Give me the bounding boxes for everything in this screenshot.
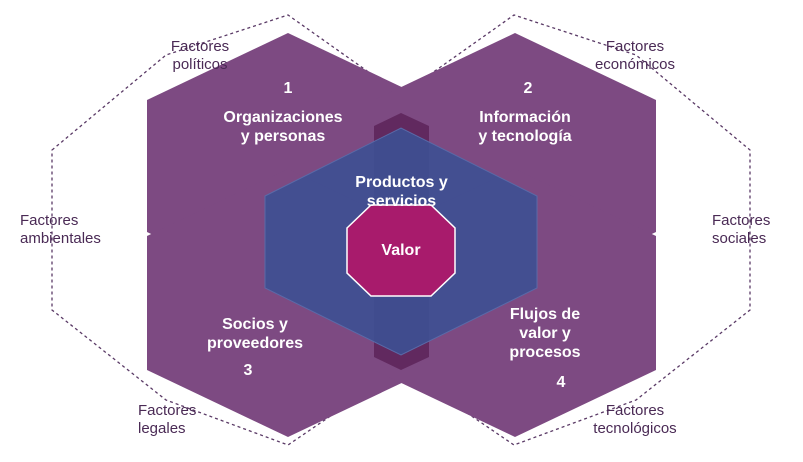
outer-boundary xyxy=(51,14,751,446)
label-factores-tecnologicos: Factores tecnológicos xyxy=(593,402,677,437)
dimension-1-number: 1 xyxy=(283,80,293,97)
hex-valor xyxy=(346,204,456,297)
core-valor-label: Valor xyxy=(381,242,421,259)
label-factores-economicos: Factores económicos xyxy=(594,38,676,73)
dimension-2-label: Información y tecnología xyxy=(478,109,572,145)
center-productos-label: Productos y servicios xyxy=(355,174,448,210)
dimension-2-number: 2 xyxy=(523,80,533,97)
dimension-3-number: 3 xyxy=(243,362,253,379)
dimension-1-label: Organizaciones y personas xyxy=(223,109,343,145)
dimension-4-label: Flujos de valor y procesos xyxy=(509,306,581,361)
dimension-4-number: 4 xyxy=(556,374,566,391)
label-factores-legales: Factores legales xyxy=(138,402,197,437)
label-factores-politicos: Factores políticos xyxy=(170,38,230,73)
dimension-3-label: Socios y proveedores xyxy=(206,316,304,352)
label-factores-ambientales: Factores ambientales xyxy=(20,212,101,247)
label-factores-sociales: Factores sociales xyxy=(712,212,771,247)
